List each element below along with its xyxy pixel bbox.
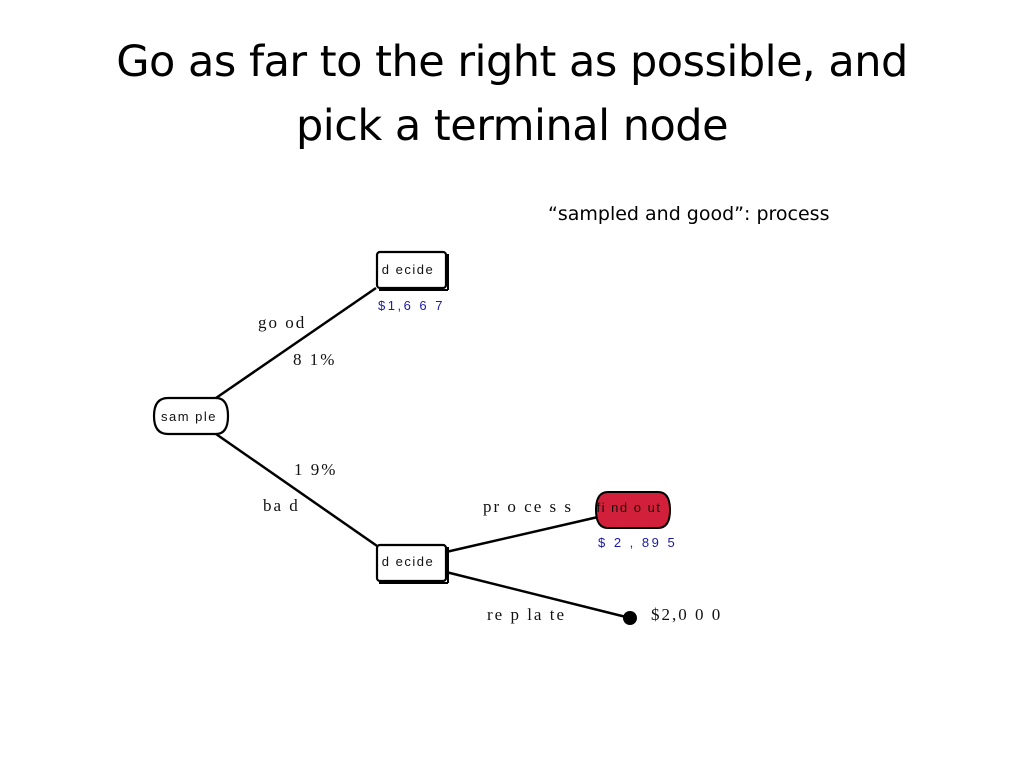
node-find-out: fi nd o ut <box>594 491 672 529</box>
node-decide-bottom-label: d ecide <box>382 554 434 569</box>
slide-subtitle: “sampled and good”: process <box>548 203 830 225</box>
branch-process-label: pr o ce s s <box>483 497 573 516</box>
branch-bad-probability: 1 9% <box>294 460 337 479</box>
branch-replate-label: re p la te <box>487 605 566 624</box>
node-find-out-label: fi nd o ut <box>597 500 662 515</box>
node-sample: sam ple <box>152 396 230 436</box>
title-line-1: Go as far to the right as possible, and <box>116 37 908 87</box>
slide-title: Go as far to the right as possible, and … <box>0 30 1024 158</box>
terminal-payoff: $2,0 0 0 <box>651 605 722 624</box>
node-decide-top: d ecide <box>375 250 449 291</box>
title-line-2: pick a terminal node <box>295 101 729 151</box>
branch-good-probability: 8 1% <box>293 350 336 369</box>
node-sample-label: sam ple <box>161 409 217 424</box>
node-decide-top-value: $1,6 6 7 <box>378 298 445 313</box>
branch-good-label: go od <box>258 313 306 332</box>
node-find-out-value: $ 2 , 89 5 <box>598 535 677 550</box>
node-decide-bottom: d ecide <box>375 543 449 584</box>
edge-replate <box>445 570 631 620</box>
terminal-node-icon <box>623 611 637 625</box>
node-decide-top-label: d ecide <box>382 262 434 277</box>
edge-good <box>215 286 377 400</box>
branch-bad-label: ba d <box>263 496 300 515</box>
edge-process <box>445 515 599 554</box>
edge-bad <box>215 432 381 550</box>
